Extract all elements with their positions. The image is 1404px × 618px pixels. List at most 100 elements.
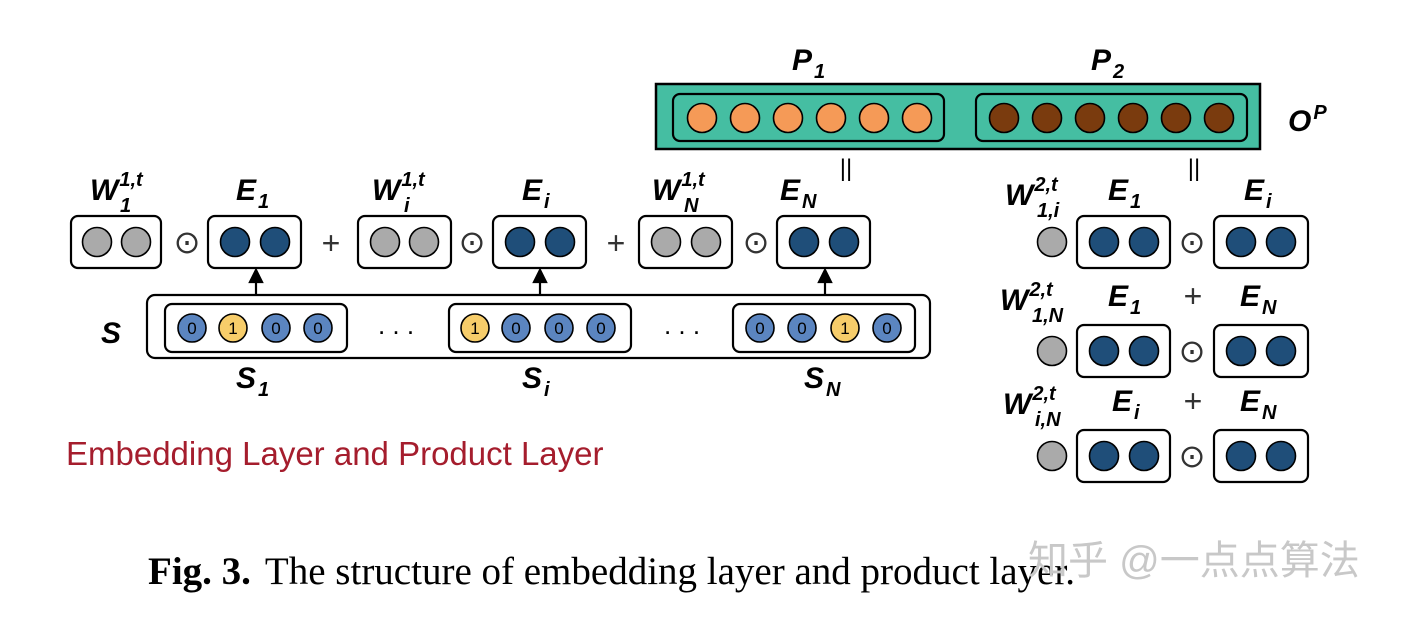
p2-node <box>1160 102 1192 134</box>
bit-node <box>872 313 902 343</box>
embedding-node <box>1088 440 1120 472</box>
pair-weight-node <box>1036 440 1068 472</box>
bit-node <box>218 313 248 343</box>
plus-operator: + <box>322 225 341 261</box>
odot-operator: ⊙ <box>459 224 486 260</box>
odot-operator: ⊙ <box>1179 224 1206 260</box>
watermark: 知乎 @一点点算法 <box>1028 539 1360 583</box>
weight-node <box>408 226 440 258</box>
pair-weight-node <box>1036 226 1068 258</box>
p1-node <box>858 102 890 134</box>
svg-text:0: 0 <box>554 319 563 338</box>
figure-caption-label: Fig. 3. <box>148 550 251 593</box>
svg-text:0: 0 <box>313 319 322 338</box>
weight-node <box>120 226 152 258</box>
bit-node <box>460 313 490 343</box>
equals-mark-right: || <box>1188 155 1200 182</box>
embedding-node <box>504 226 536 258</box>
embedding-node <box>1225 335 1257 367</box>
weight-node <box>650 226 682 258</box>
bit-node <box>586 313 616 343</box>
odot-operator: ⊙ <box>743 224 770 260</box>
embedding-node <box>259 226 291 258</box>
embedding-node <box>1128 335 1160 367</box>
r3-operator: + <box>1184 383 1203 419</box>
bit-node <box>261 313 291 343</box>
weight-node <box>690 226 722 258</box>
weight-node <box>369 226 401 258</box>
svg-text:0: 0 <box>755 319 764 338</box>
sn-field: 0 0 1 0 <box>731 302 917 354</box>
p2-node <box>1031 102 1063 134</box>
svg-text:0: 0 <box>596 319 605 338</box>
embedding-node <box>219 226 251 258</box>
bit-node <box>830 313 860 343</box>
embedding-node <box>1128 226 1160 258</box>
p2-node <box>988 102 1020 134</box>
p1-node <box>772 102 804 134</box>
bit-node <box>544 313 574 343</box>
ellipsis: . . . <box>664 310 700 340</box>
p2-group-box <box>974 92 1249 143</box>
weight-node <box>81 226 113 258</box>
p1-node <box>686 102 718 134</box>
embedding-node <box>788 226 820 258</box>
p1-node <box>901 102 933 134</box>
bit-node <box>787 313 817 343</box>
bit-node <box>177 313 207 343</box>
embedding-node <box>828 226 860 258</box>
pair-weight-node <box>1036 335 1068 367</box>
e1-vector <box>206 214 303 270</box>
embedding-node <box>1265 335 1297 367</box>
plus-operator: + <box>607 225 626 261</box>
embedding-node <box>1088 226 1120 258</box>
svg-text:0: 0 <box>797 319 806 338</box>
svg-text:0: 0 <box>271 319 280 338</box>
s1-field: 0 1 0 0 <box>163 302 349 354</box>
ellipsis: . . . <box>378 310 414 340</box>
svg-text:1: 1 <box>840 319 849 338</box>
p2-node <box>1074 102 1106 134</box>
svg-text:0: 0 <box>882 319 891 338</box>
p1-nodes <box>686 102 933 134</box>
odot-operator: ⊙ <box>174 224 201 260</box>
embedding-node <box>1225 440 1257 472</box>
bit-node <box>303 313 333 343</box>
p1-node <box>729 102 761 134</box>
embedding-node <box>1128 440 1160 472</box>
embedding-node <box>544 226 576 258</box>
p2-node <box>1203 102 1235 134</box>
svg-text:0: 0 <box>187 319 196 338</box>
svg-text:1: 1 <box>228 319 237 338</box>
p2-nodes <box>988 102 1235 134</box>
p2-node <box>1117 102 1149 134</box>
r2-operator: + <box>1184 278 1203 314</box>
svg-text:0: 0 <box>511 319 520 338</box>
odot-operator: ⊙ <box>1179 438 1206 474</box>
svg-text:1: 1 <box>470 319 479 338</box>
w1-vector <box>69 214 163 270</box>
figure-caption: Fig. 3.The structure of embedding layer … <box>148 550 1075 593</box>
ei-vector <box>491 214 588 270</box>
wn-vector <box>637 214 734 270</box>
embedding-node <box>1265 440 1297 472</box>
